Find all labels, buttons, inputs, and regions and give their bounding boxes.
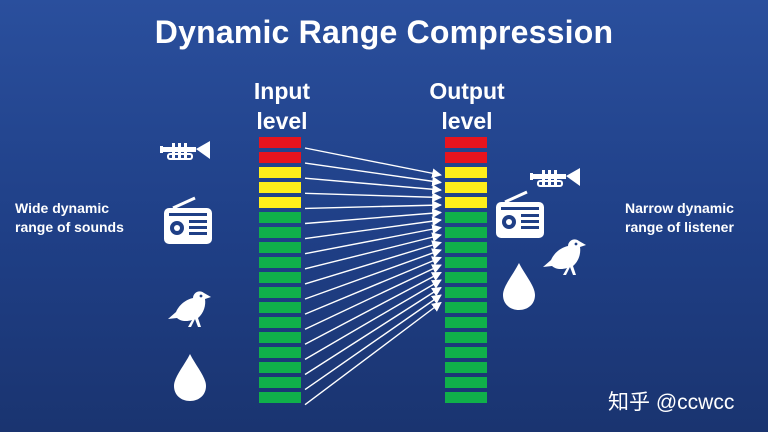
input-meter-segment bbox=[259, 332, 301, 343]
radio-icon bbox=[164, 196, 212, 244]
input-meter-segment bbox=[259, 182, 301, 193]
compression-arrow bbox=[304, 264, 442, 330]
input-meter-segment bbox=[259, 152, 301, 163]
output-meter-segment bbox=[445, 212, 487, 223]
output-level-meter bbox=[445, 137, 487, 407]
compression-arrow bbox=[304, 200, 442, 211]
output-meter-segment bbox=[445, 227, 487, 238]
output-meter-segment bbox=[445, 392, 487, 403]
compression-arrow bbox=[304, 224, 442, 255]
output-meter-segment bbox=[445, 377, 487, 388]
compression-arrow bbox=[304, 294, 442, 391]
compression-arrow bbox=[304, 248, 442, 300]
compression-arrow bbox=[304, 301, 442, 406]
input-meter-segment bbox=[259, 167, 301, 178]
trumpet-icon bbox=[160, 141, 210, 160]
output-meter-segment bbox=[445, 137, 487, 148]
narrow-range-line-2: range of listener bbox=[625, 219, 734, 235]
input-meter-segment bbox=[259, 212, 301, 223]
input-meter-segment bbox=[259, 137, 301, 148]
output-level-label: Output level bbox=[412, 76, 522, 136]
input-meter-segment bbox=[259, 347, 301, 358]
input-meter-segment bbox=[259, 197, 301, 208]
page-title: Dynamic Range Compression bbox=[154, 14, 614, 50]
compression-arrow bbox=[304, 216, 442, 240]
droplet-icon bbox=[503, 263, 535, 310]
narrow-range-line-1: Narrow dynamic bbox=[625, 200, 734, 216]
bird-icon bbox=[168, 291, 211, 327]
droplet-icon bbox=[174, 354, 206, 401]
output-meter-segment bbox=[445, 167, 487, 178]
input-meter-segment bbox=[259, 287, 301, 298]
narrow-range-label: Narrow dynamic range of listener bbox=[625, 199, 734, 237]
input-level-meter bbox=[259, 137, 301, 407]
input-label-line-2: level bbox=[256, 108, 308, 134]
compression-arrow bbox=[304, 162, 442, 187]
compression-arrow bbox=[304, 240, 442, 285]
output-label-line-1: Output bbox=[429, 78, 505, 104]
input-meter-segment bbox=[259, 242, 301, 253]
compression-arrow bbox=[304, 286, 442, 376]
compression-arrow bbox=[304, 147, 442, 179]
input-level-label: Input level bbox=[227, 76, 337, 136]
radio-icon bbox=[496, 190, 544, 238]
input-meter-segment bbox=[259, 257, 301, 268]
input-meter-segment bbox=[259, 317, 301, 328]
input-meter-segment bbox=[259, 377, 301, 388]
output-meter-segment bbox=[445, 152, 487, 163]
compression-arrow bbox=[304, 232, 442, 270]
input-meter-segment bbox=[259, 362, 301, 373]
bird-icon bbox=[543, 239, 586, 275]
output-meter-segment bbox=[445, 302, 487, 313]
output-meter-segment bbox=[445, 242, 487, 253]
output-meter-segment bbox=[445, 347, 487, 358]
compression-arrow bbox=[304, 271, 442, 345]
wide-range-line-2: range of sounds bbox=[15, 219, 124, 235]
compression-arrow bbox=[304, 256, 442, 315]
wide-range-line-1: Wide dynamic bbox=[15, 200, 110, 216]
output-meter-segment bbox=[445, 182, 487, 193]
output-meter-segment bbox=[445, 362, 487, 373]
output-meter-segment bbox=[445, 287, 487, 298]
input-meter-segment bbox=[259, 227, 301, 238]
input-meter-segment bbox=[259, 302, 301, 313]
compression-arrow bbox=[304, 177, 442, 195]
compression-arrow bbox=[304, 192, 442, 203]
output-meter-segment bbox=[445, 272, 487, 283]
input-meter-segment bbox=[259, 272, 301, 283]
input-meter-segment bbox=[259, 392, 301, 403]
output-meter-segment bbox=[445, 197, 487, 208]
watermark: 知乎 @ccwcc bbox=[608, 391, 735, 414]
trumpet-icon bbox=[530, 168, 580, 187]
input-label-line-1: Input bbox=[253, 78, 311, 104]
compression-arrow bbox=[304, 279, 442, 361]
compression-arrow bbox=[304, 208, 442, 225]
output-meter-segment bbox=[445, 257, 487, 268]
output-label-line-2: level bbox=[441, 108, 493, 134]
wide-range-label: Wide dynamic range of sounds bbox=[15, 199, 124, 237]
output-meter-segment bbox=[445, 332, 487, 343]
output-meter-segment bbox=[445, 317, 487, 328]
